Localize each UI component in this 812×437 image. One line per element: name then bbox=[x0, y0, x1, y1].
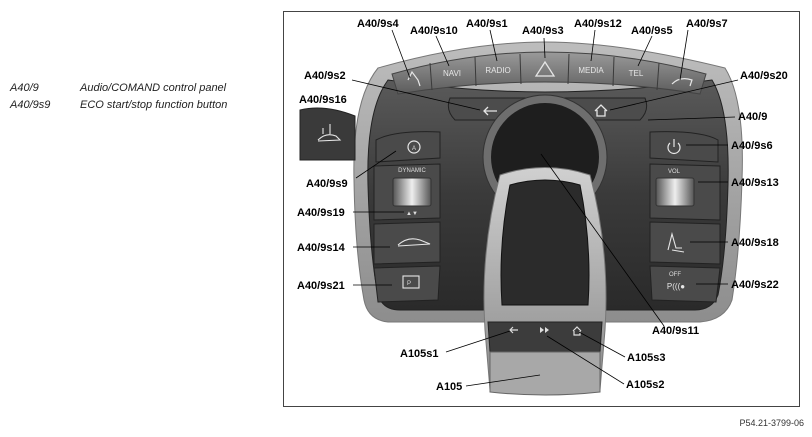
navi-button[interactable]: NAVI bbox=[443, 69, 461, 78]
dynamic-arrows-icon: ▲▼ bbox=[406, 211, 418, 217]
touchpad-surface[interactable] bbox=[500, 179, 590, 306]
legend: A40/9 Audio/COMAND control panel A40/9s9… bbox=[10, 80, 227, 114]
label-a40-9s6: A40/9s6 bbox=[731, 140, 773, 152]
power-button[interactable] bbox=[649, 131, 719, 163]
label-a40-9s12: A40/9s12 bbox=[574, 18, 622, 30]
legend-code: A40/9 bbox=[10, 82, 39, 94]
seat-heating-icon[interactable] bbox=[407, 70, 421, 87]
legend-text: ECO start/stop function button bbox=[80, 99, 228, 111]
label-a40-9s9: A40/9s9 bbox=[306, 178, 348, 190]
touchpad-home-icon[interactable] bbox=[572, 326, 582, 336]
hazard-button[interactable] bbox=[534, 60, 556, 77]
figure-reference: P54.21-3799-06 bbox=[739, 418, 804, 428]
hazard-icon bbox=[534, 60, 556, 77]
tel-button[interactable]: TEL bbox=[629, 69, 644, 78]
eco-icon-letter: A bbox=[412, 146, 416, 152]
volume-label: VOL bbox=[668, 169, 681, 175]
legend-text: Audio/COMAND control panel bbox=[80, 82, 227, 94]
label-a105: A105 bbox=[436, 381, 462, 393]
legend-row-eco: A40/9s9 ECO start/stop function button bbox=[10, 97, 227, 114]
label-a40-9s5: A40/9s5 bbox=[631, 25, 673, 37]
leader-lines bbox=[351, 29, 739, 387]
parking-assist-off-button[interactable] bbox=[649, 265, 721, 303]
car-comfort-icon[interactable] bbox=[671, 78, 693, 87]
label-a40-9s22: A40/9s22 bbox=[731, 279, 779, 291]
label-a40-9s18: A40/9s18 bbox=[731, 237, 779, 249]
legend-code: A40/9s9 bbox=[10, 99, 51, 111]
dynamic-label: DYNAMIC bbox=[398, 168, 426, 174]
home-icon[interactable] bbox=[594, 104, 608, 117]
eco-inset-button bbox=[299, 107, 356, 161]
touchpad-favorites-icon[interactable] bbox=[540, 327, 549, 333]
label-a40-9s1: A40/9s1 bbox=[466, 18, 508, 30]
top-button-row bbox=[391, 51, 707, 95]
label-a40-9s7: A40/9s7 bbox=[686, 18, 728, 30]
touchpad-back-icon[interactable] bbox=[509, 326, 518, 334]
touchpad-button-row bbox=[487, 321, 603, 353]
back-icon[interactable] bbox=[483, 106, 497, 116]
media-button[interactable]: MEDIA bbox=[578, 66, 604, 75]
eco-inset-icon bbox=[317, 124, 342, 142]
top-row-dividers bbox=[429, 53, 660, 91]
parking-camera-icon bbox=[402, 275, 420, 289]
parking-button[interactable] bbox=[373, 265, 441, 303]
legend-row-panel: A40/9 Audio/COMAND control panel bbox=[10, 80, 227, 97]
label-a40-9s21: A40/9s21 bbox=[297, 280, 345, 292]
park-pilot-icon: P(((● bbox=[667, 282, 685, 291]
label-a40-9s4: A40/9s4 bbox=[357, 18, 399, 30]
touchpad-palm-rest[interactable] bbox=[489, 351, 601, 396]
label-a105s2: A105s2 bbox=[626, 379, 665, 391]
parking-camera-icon-letter: P bbox=[407, 281, 411, 287]
seat-button[interactable] bbox=[649, 221, 721, 265]
car-distance-icon bbox=[397, 238, 431, 247]
dynamic-roller[interactable] bbox=[392, 177, 432, 207]
label-a40-9s20: A40/9s20 bbox=[740, 70, 788, 82]
seat-icon bbox=[667, 231, 685, 253]
label-a105s3: A105s3 bbox=[627, 352, 666, 364]
label-a40-9s16: A40/9s16 bbox=[299, 94, 347, 106]
radio-button[interactable]: RADIO bbox=[485, 66, 510, 75]
driving-assist-button[interactable] bbox=[373, 221, 441, 265]
off-label: OFF bbox=[669, 272, 681, 278]
eco-icon bbox=[407, 140, 421, 154]
label-a40-9s11: A40/9s11 bbox=[652, 325, 699, 337]
label-a40-9: A40/9 bbox=[738, 111, 767, 123]
label-a40-9s19: A40/9s19 bbox=[297, 207, 345, 219]
label-a40-9s2: A40/9s2 bbox=[304, 70, 346, 82]
label-a40-9s14: A40/9s14 bbox=[297, 242, 346, 254]
power-icon bbox=[667, 139, 681, 154]
label-a40-9s13: A40/9s13 bbox=[731, 177, 779, 189]
volume-roller[interactable] bbox=[655, 177, 695, 207]
label-a40-9s10: A40/9s10 bbox=[410, 25, 458, 37]
label-a105s1: A105s1 bbox=[400, 348, 439, 360]
label-a40-9s3: A40/9s3 bbox=[522, 25, 564, 37]
